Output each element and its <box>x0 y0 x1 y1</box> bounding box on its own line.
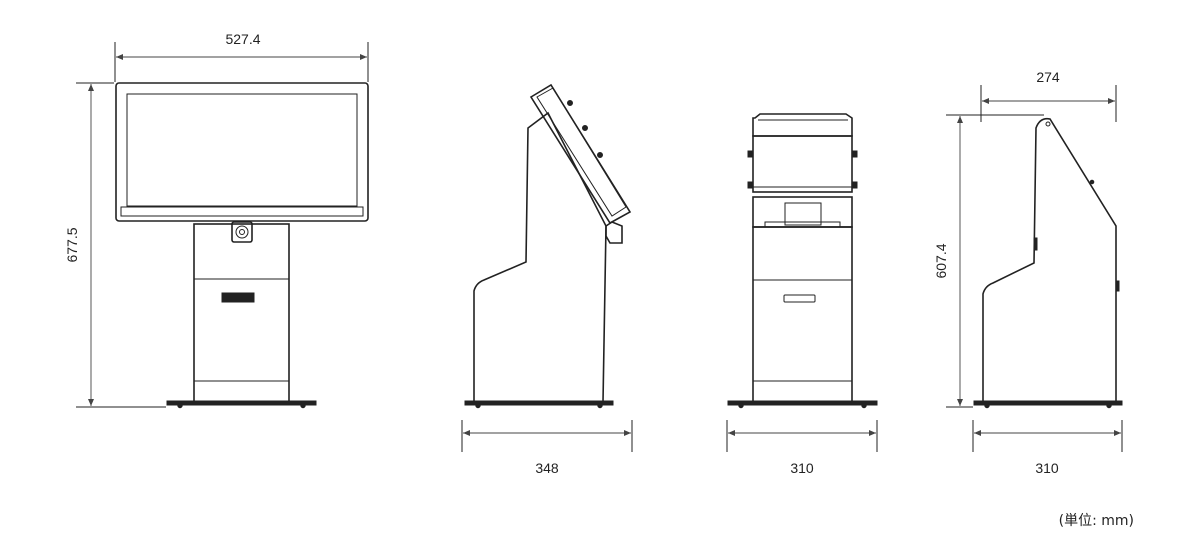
back-top <box>752 113 853 137</box>
scanner-icon <box>231 221 253 243</box>
stand-body <box>982 117 1117 403</box>
back-column <box>752 226 853 403</box>
side-button-icon <box>567 100 573 106</box>
side-stand-view: 274 607.4 310 <box>933 69 1123 476</box>
card-slot-icon <box>221 292 255 303</box>
side-monitor <box>529 83 632 225</box>
back-monitor-housing <box>752 135 853 193</box>
side-base <box>464 400 614 406</box>
front-height-label: 677.5 <box>64 227 80 262</box>
unit-note: (単位: mm) <box>1058 513 1134 529</box>
front-base <box>166 400 317 406</box>
stand-height-label: 607.4 <box>933 243 949 278</box>
front-monitor-screen <box>126 93 358 207</box>
front-monitor-chin <box>120 206 364 217</box>
back-base <box>727 400 878 406</box>
back-slot-icon <box>783 294 816 303</box>
front-monitor-bezel <box>115 82 369 222</box>
back-width-label: 310 <box>790 460 814 476</box>
front-width-label: 527.4 <box>225 31 260 47</box>
front-view: 527.4 677.5 <box>64 31 369 409</box>
back-handle <box>784 202 822 226</box>
stand-top-label: 274 <box>1036 69 1060 85</box>
side-depth-label: 348 <box>535 460 559 476</box>
stand-base-label: 310 <box>1035 460 1059 476</box>
side-body <box>473 111 607 403</box>
stand-base <box>973 400 1123 406</box>
front-column <box>193 223 290 404</box>
stand-pivot-icon <box>1045 121 1051 127</box>
side-scanner <box>605 221 623 244</box>
side-view: 348 <box>461 83 633 476</box>
back-view: 310 <box>726 113 878 476</box>
